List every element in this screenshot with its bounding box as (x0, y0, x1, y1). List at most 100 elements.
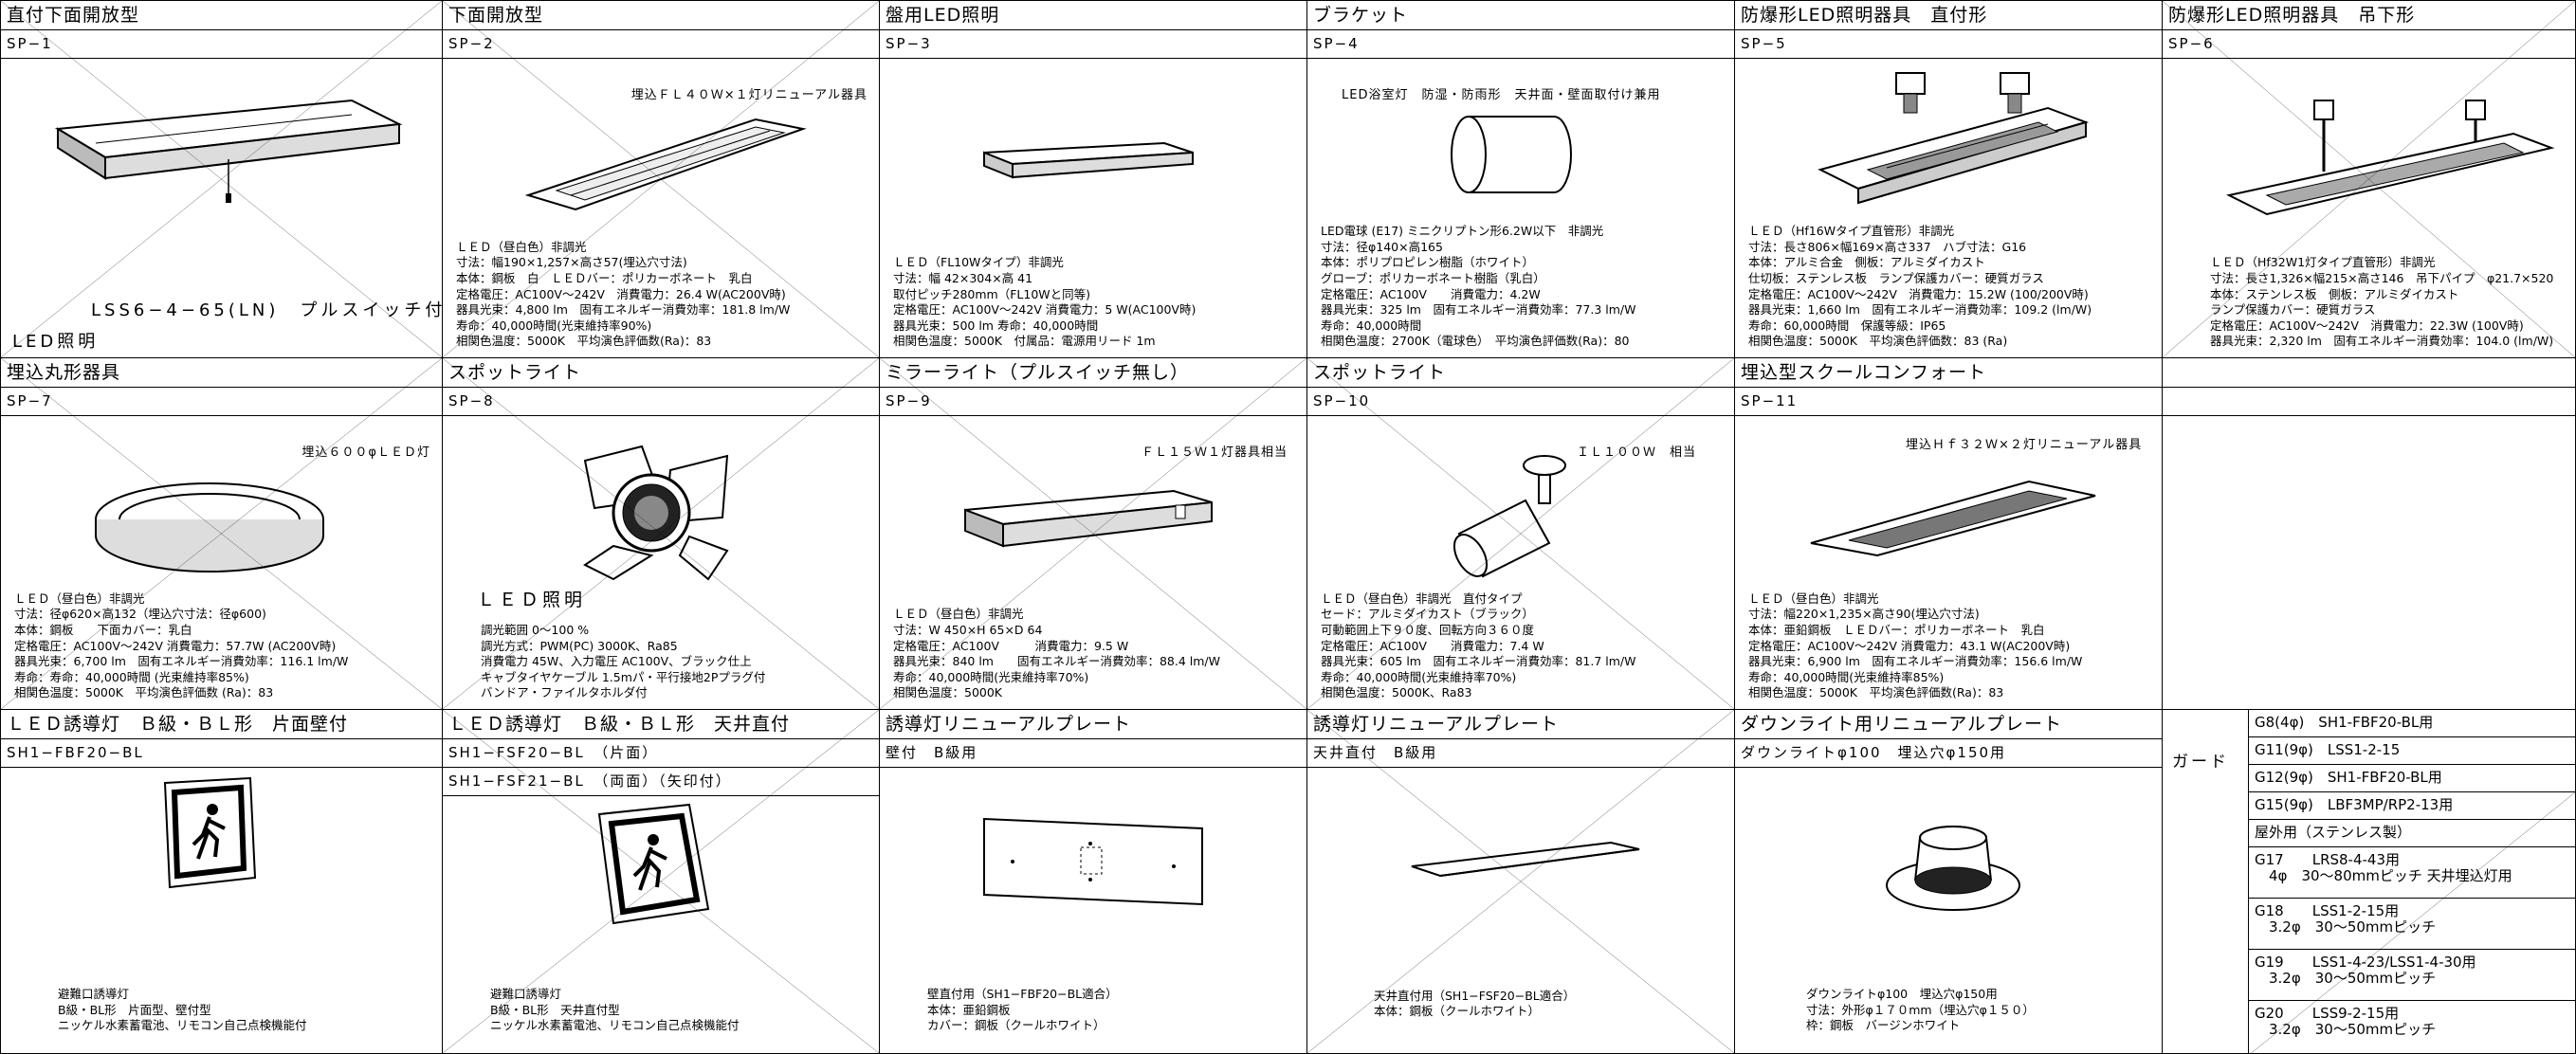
cell-title: ＬＥＤ誘導灯 Ｂ級・ＢＬ形 片面壁付 (1, 710, 442, 739)
cell-sp3: 盤用LED照明 SP−3 ＬＥＤ（FL10Wタイプ）非調光 寸法：幅 42×30… (879, 0, 1307, 358)
cell-code: SP−5 (1735, 29, 2162, 59)
cell-sp2: 下面開放型 SP−2 埋込ＦＬ４０Ｗ×１灯リニューアル器具 ＬＥＤ（昼白色）非調… (442, 0, 880, 358)
cell-code: SP−8 (443, 387, 879, 416)
cell-sp4: ブラケット SP−4 LED浴室灯 防湿・防雨形 天井面・壁面取付け兼用 LED… (1306, 0, 1735, 358)
cell-title: ダウンライト用リニューアルプレート (1735, 710, 2162, 739)
cell-code: 天井直付 B級用 (1307, 738, 1734, 768)
fixture-spec: 壁直付用（SH1−FBF20−BL適合） 本体：亜鉛鋼板 カバー：鋼板（クールホ… (927, 987, 1118, 1033)
fixture-spec: ＬＥＤ（昼白色）非調光 直付タイプ セード：アルミダイカスト（ブラック） 可動範… (1321, 591, 1636, 700)
cell-renewal-plate-ceiling: 誘導灯リニューアルプレート 天井直付 B級用 天井直付用（SH1−FSF20−B… (1306, 709, 1735, 1054)
led-label: LED照明 (12, 332, 100, 352)
cell-sp6: 防爆形LED照明器具 吊下形 SP−6 ＬＥＤ（Hf32W1灯タイプ直管形）非調… (2162, 0, 2576, 358)
fixture-illustration (1451, 116, 1572, 193)
cell-title: 防爆形LED照明器具 直付形 (1735, 1, 2162, 30)
fixture-spec: 調光範囲 0〜100 % 調光方式：PWM(PC) 3000K、Ra85 消費電… (481, 623, 766, 700)
cell-title (2163, 358, 2575, 388)
fixture-spec: 避難口誘導灯 B級・BL形 片面型、壁付型 ニッケル水素蓄電池、リモコン自己点検… (58, 987, 307, 1033)
guard-row: G17 LRS8-4-43用 4φ 30〜80mmピッチ 天井埋込灯用 (2249, 847, 2575, 899)
cell-code: SP−2 (443, 29, 879, 59)
fixture-spec: ＬＥＤ（Hf32W1灯タイプ直管形）非調光 寸法：長さ1,326×幅215×高さ… (2210, 255, 2554, 349)
fixture-note: LED浴室灯 防湿・防雨形 天井面・壁面取付け兼用 (1342, 88, 1661, 102)
cell-empty (2162, 357, 2576, 710)
cell-title: 防爆形LED照明器具 吊下形 (2163, 1, 2575, 30)
fixture-spec: ダウンライトφ100 埋込穴φ150用 寸法：外形φ１７０mm（埋込穴φ１５０）… (1806, 987, 2035, 1033)
cell-code: SP−7 (1, 387, 442, 416)
fixture-note: 埋込６００φＬＥＤ灯 (301, 445, 430, 460)
guard-section: ガード G8(4φ) SH1-FBF20-BL用 G11(9φ) LSS1-2-… (2162, 709, 2576, 1054)
plate-illustration (1411, 841, 1640, 878)
cell-title: 誘導灯リニューアルプレート (880, 710, 1306, 739)
cell-sp5: 防爆形LED照明器具 直付形 SP−5 ＬＥＤ（Hf16Wタイプ直管形）非調光 … (1734, 0, 2163, 358)
fixture-spec: LED電球 (E17) ミニクリプトン形6.2W以下 非調光 寸法：径φ140×… (1321, 224, 1636, 349)
product-code-label: LSS6−4−65(LN) プルスイッチ付 (91, 300, 443, 320)
exit-sign-illustration (597, 803, 710, 925)
cell-sp8: スポットライト SP−8 ＬＥＤ照明 調光範囲 0〜100 % 調光方式：PWM… (442, 357, 880, 710)
cell-sp1: 直付下面開放型 SP−1 LSS6−4−65(LN) プルスイッチ付 LED照明 (0, 0, 443, 358)
guard-row: G15(9φ) LBF3MP/RP2-13用 (2249, 792, 2575, 820)
fixture-spec: 避難口誘導灯 B級・BL形 天井直付型 ニッケル水素蓄電池、リモコン自己点検機能… (490, 987, 740, 1033)
fixture-note: 埋込ＦＬ４０Ｗ×１灯リニューアル器具 (630, 88, 868, 102)
guard-row: G12(9φ) SH1-FBF20-BL用 (2249, 765, 2575, 792)
fixture-illustration (1452, 455, 1566, 578)
downlight-plate-illustration (1886, 826, 2020, 911)
cell-title: 盤用LED照明 (880, 1, 1306, 30)
cell-title: ミラーライト（プルスイッチ無し） (880, 358, 1306, 388)
cell-code: 壁付 B級用 (880, 738, 1306, 768)
fixture-note: ＩＬ１００Ｗ 相当 (1576, 445, 1696, 460)
guard-row: G11(9φ) LSS1-2-15 (2249, 737, 2575, 765)
fixture-illustration (524, 118, 807, 211)
cell-code: SP−6 (2163, 29, 2575, 59)
cell-code: SP−4 (1307, 29, 1734, 59)
cell-title: ＬＥＤ誘導灯 Ｂ級・ＢＬ形 天井直付 (443, 710, 879, 739)
cell-code: SP−3 (880, 29, 1306, 59)
cell-exit-sign-wall: ＬＥＤ誘導灯 Ｂ級・ＢＬ形 片面壁付 SH1−FBF20−BL 避難口誘導灯 B… (0, 709, 443, 1054)
cell-sp7: 埋込丸形器具 SP−7 埋込６００φＬＥＤ灯 ＬＥＤ（昼白色）非調光 寸法：径φ… (0, 357, 443, 710)
fixture-note: 埋込Ｈｆ３２Ｗ×２灯リニューアル器具 (1906, 438, 2143, 452)
cell-exit-sign-ceiling: ＬＥＤ誘導灯 Ｂ級・ＢＬ形 天井直付 SH1−FSF20−BL （片面） SH1… (442, 709, 880, 1054)
guard-row: G8(4φ) SH1-FBF20-BL用 (2249, 710, 2575, 737)
cell-code: SP−10 (1307, 387, 1734, 416)
cell-code: SH1−FSF20−BL （片面） (443, 738, 879, 768)
cell-code (2163, 387, 2575, 416)
fixture-spec: 天井直付用（SH1−FSF20−BL適合） 本体：鋼板（クールホワイト） (1374, 988, 1576, 1019)
cell-code: SP−11 (1735, 387, 2162, 416)
cell-title: 下面開放型 (443, 1, 879, 30)
cross-out-mark (2249, 792, 2575, 1054)
cell-sp9: ミラーライト（プルスイッチ無し） SP−9 ＦＬ１５Ｗ１灯器具相当 ＬＥＤ（昼白… (879, 357, 1307, 710)
cell-code: SH1−FBF20−BL (1, 738, 442, 768)
fixture-note: ＦＬ１５Ｗ１灯器具相当 (1141, 445, 1288, 460)
cell-title: 誘導灯リニューアルプレート (1307, 710, 1734, 739)
fixture-spec: ＬＥＤ（FL10Wタイプ）非調光 寸法：幅 42×304×高 41 取付ピッチ2… (893, 255, 1197, 349)
cell-code-2: SH1−FSF21−BL （両面）（矢印付） (443, 767, 879, 796)
cell-title: スポットライト (1307, 358, 1734, 388)
fixture-spec: ＬＥＤ（昼白色）非調光 寸法：幅190×1,257×高さ57(埋込穴寸法) 本体… (456, 239, 791, 349)
fixture-illustration (983, 141, 1194, 179)
fixture-illustration (95, 482, 324, 572)
led-label: ＬＥＤ照明 (477, 590, 587, 610)
cell-renewal-plate-wall: 誘導灯リニューアルプレート 壁付 B級用 壁直付用（SH1−FBF20−BL適合… (879, 709, 1307, 1054)
exit-sign-illustration (163, 776, 257, 889)
guard-row: G19 LSS1-4-23/LSS1-4-30用 3.2φ 30〜50mmピッチ (2249, 950, 2575, 1001)
cell-title: 埋込型スクールコンフォート (1735, 358, 2162, 388)
fixture-spec: ＬＥＤ（Hf16Wタイプ直管形）非調光 寸法：長さ806×幅169×高さ337 … (1748, 224, 2092, 349)
fixture-illustration (54, 99, 403, 203)
fixture-illustration (1810, 480, 2096, 557)
cell-downlight-plate: ダウンライト用リニューアルプレート ダウンライトφ100 埋込穴φ150用 ダウ… (1734, 709, 2163, 1054)
cell-code: ダウンライトφ100 埋込穴φ150用 (1735, 738, 2162, 768)
cell-code: SP−1 (1, 29, 442, 59)
fixture-spec: ＬＥＤ（昼白色）非調光 寸法：径φ620×高132（埋込穴寸法：径φ600) 本… (14, 591, 349, 700)
cell-sp10: スポットライト SP−10 ＩＬ１００Ｗ 相当 ＬＥＤ（昼白色）非調光 直付タイ… (1306, 357, 1735, 710)
fixture-illustration (1818, 72, 2090, 205)
cell-title: ブラケット (1307, 1, 1734, 30)
fixture-illustration (583, 445, 729, 581)
fixture-illustration (2226, 100, 2555, 216)
guard-row: G18 LSS1-2-15用 3.2φ 30〜50mmピッチ (2249, 899, 2575, 950)
cell-code: SP−9 (880, 387, 1306, 416)
plate-illustration (983, 817, 1203, 906)
fixture-spec: ＬＥＤ（昼白色）非調光 寸法：幅220×1,235×高さ90(埋込穴寸法) 本体… (1748, 591, 2083, 700)
cell-title: スポットライト (443, 358, 879, 388)
fixture-illustration (964, 489, 1213, 548)
guard-row: 屋外用（ステンレス製） (2249, 820, 2575, 847)
fixture-spec: ＬＥＤ（昼白色）非調光 寸法：W 450×H 65×D 64 定格電圧：AC10… (893, 607, 1221, 700)
